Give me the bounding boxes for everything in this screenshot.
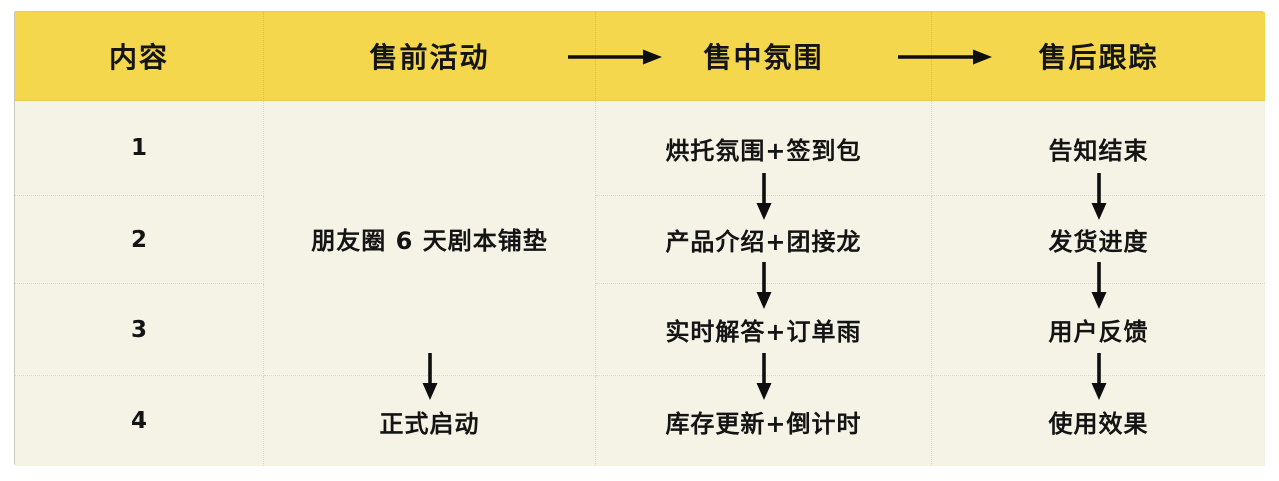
- aftersale-label-2: 发货进度: [1048, 228, 1149, 256]
- aftersale-cell-2: 发货进度: [932, 196, 1265, 284]
- presale-merged-label: 朋友圈 6 天剧本铺垫: [311, 226, 548, 255]
- presale-label-4: 正式启动: [379, 409, 480, 438]
- aftersale-cell-1: 告知结束: [932, 101, 1265, 196]
- midsale-cell-1: 烘托氛围+签到包: [596, 101, 932, 196]
- row-number-3: 3: [15, 284, 264, 376]
- presale-cell-4: 正式启动: [264, 376, 596, 466]
- header-cell-midsale: 售中氛围: [596, 12, 932, 101]
- header-cell-aftersale: 售后跟踪: [932, 12, 1265, 101]
- midsale-label-1: 烘托氛围+签到包: [665, 136, 862, 165]
- aftersale-label-3: 用户反馈: [1048, 318, 1149, 346]
- header-label-aftersale: 售后跟踪: [1038, 41, 1159, 74]
- row-number-4: 4: [15, 376, 264, 466]
- header-cell-presale: 售前活动: [264, 12, 596, 101]
- midsale-cell-3: 实时解答+订单雨: [596, 284, 932, 376]
- sales-process-flow-table: 内容 售前活动 售中氛围 售后跟踪 1 朋友圈 6 天剧本铺垫 烘托氛围+签到包…: [14, 11, 1265, 466]
- row-number-1-label: 1: [130, 135, 147, 161]
- header-label-presale: 售前活动: [369, 41, 490, 74]
- aftersale-cell-3: 用户反馈: [932, 284, 1265, 376]
- row-number-2: 2: [15, 196, 264, 284]
- row-number-2-label: 2: [130, 226, 147, 253]
- row-number-4-label: 4: [130, 408, 147, 434]
- row-number-1: 1: [15, 101, 264, 196]
- aftersale-label-1: 告知结束: [1048, 136, 1149, 165]
- row-number-3-label: 3: [130, 316, 147, 343]
- header-cell-content: 内容: [15, 12, 264, 101]
- header-label-content: 内容: [108, 41, 169, 74]
- midsale-label-4: 库存更新+倒计时: [665, 409, 862, 438]
- aftersale-label-4: 使用效果: [1048, 409, 1149, 438]
- midsale-label-3: 实时解答+订单雨: [665, 318, 862, 346]
- header-label-midsale: 售中氛围: [703, 41, 824, 74]
- midsale-cell-4: 库存更新+倒计时: [596, 376, 932, 466]
- aftersale-cell-4: 使用效果: [932, 376, 1265, 466]
- midsale-label-2: 产品介绍+团接龙: [665, 228, 862, 256]
- midsale-cell-2: 产品介绍+团接龙: [596, 196, 932, 284]
- presale-merged-cell: 朋友圈 6 天剧本铺垫: [264, 101, 596, 376]
